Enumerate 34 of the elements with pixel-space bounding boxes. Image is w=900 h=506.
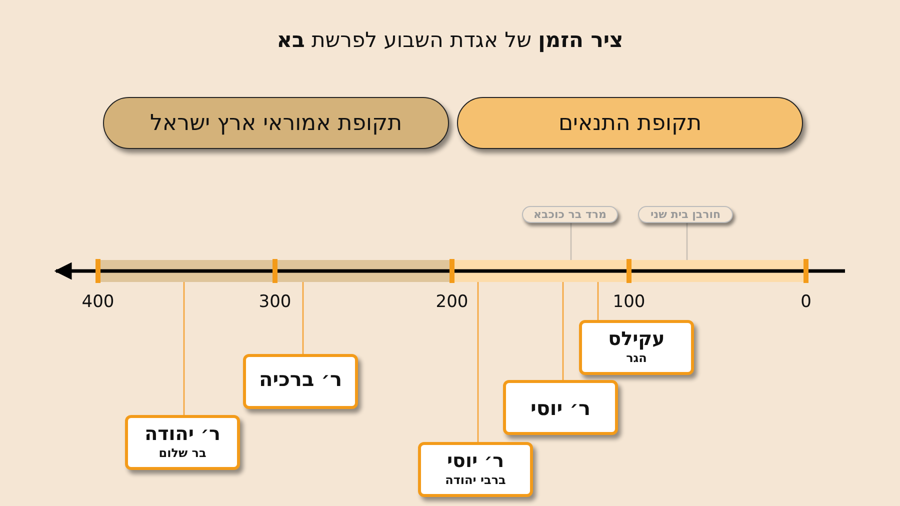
event-tag bbox=[638, 206, 733, 223]
subtitle-text: הגר bbox=[626, 351, 647, 367]
name-text: ר׳ ברכיה bbox=[258, 366, 342, 390]
label-text: תקופת אמוראי ארץ ישראל bbox=[150, 110, 402, 136]
person-card bbox=[125, 415, 240, 470]
event-tag bbox=[522, 206, 618, 223]
name-text: עקילס bbox=[608, 328, 665, 352]
leader-line bbox=[477, 282, 479, 442]
leader-line bbox=[597, 282, 599, 320]
person-card bbox=[418, 442, 533, 497]
name-text: ר׳ יוסי bbox=[446, 450, 504, 474]
label-text: חורבן בית שני bbox=[650, 208, 721, 221]
tick-label: 300 bbox=[258, 292, 292, 312]
period-banner bbox=[103, 97, 449, 149]
label-text: מרד בר כוכבא bbox=[534, 208, 606, 221]
subtitle-text: ברבי יהודה bbox=[445, 473, 506, 489]
label-text: תקופת התנאים bbox=[558, 110, 702, 136]
subtitle-text: בר שלום bbox=[158, 446, 206, 462]
tick-label: 400 bbox=[80, 292, 116, 312]
period-banner bbox=[457, 97, 803, 149]
person-card bbox=[579, 320, 694, 375]
tick-label: 200 bbox=[434, 292, 470, 312]
leader-line bbox=[302, 282, 304, 354]
tick-label: 0 bbox=[800, 292, 812, 312]
leader-line bbox=[562, 282, 564, 380]
title: ציר הזמן של אגדת השבוע לפרשת בא bbox=[276, 28, 624, 52]
name-text: ר׳ יוסי bbox=[530, 396, 591, 420]
name-text: ר׳ יהודה bbox=[144, 423, 220, 446]
tick-label: 100 bbox=[612, 292, 646, 312]
person-card bbox=[243, 354, 358, 409]
person-card bbox=[503, 380, 618, 435]
leader-line bbox=[686, 223, 688, 260]
leader-line bbox=[570, 223, 572, 260]
leader-line bbox=[183, 282, 185, 415]
